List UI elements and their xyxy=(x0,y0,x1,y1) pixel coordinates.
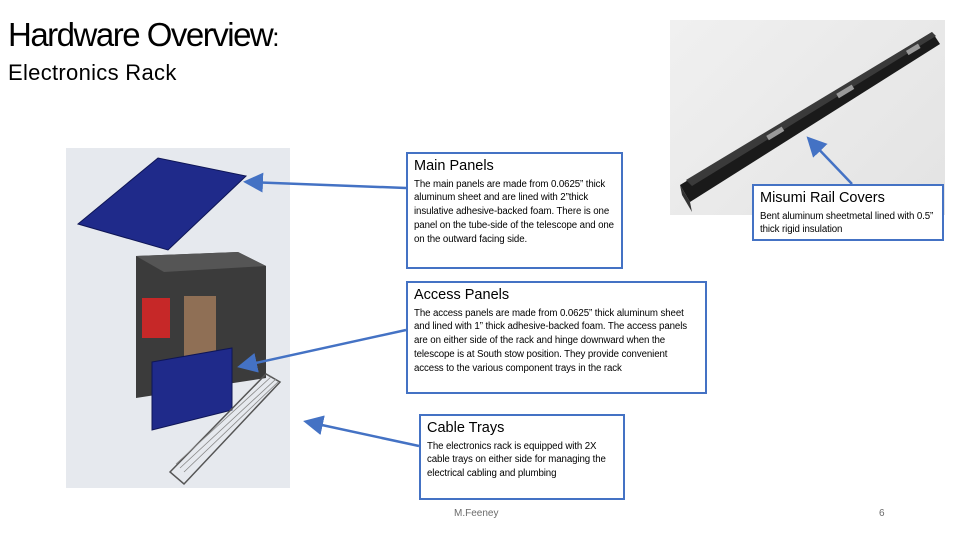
slide-title-colon: : xyxy=(272,22,279,52)
rail-slot xyxy=(836,84,855,99)
main-panels-callout: Main Panels The main panels are made fro… xyxy=(406,152,623,269)
slide-title-text: Hardware Overview xyxy=(8,16,274,53)
misumi-callout: Misumi Rail Covers Bent aluminum sheetme… xyxy=(752,184,944,241)
access-panels-body: The access panels are made from 0.0625” … xyxy=(414,307,688,374)
main-panels-body: The main panels are made from 0.0625” th… xyxy=(414,178,614,245)
main-panels-heading: Main Panels xyxy=(414,158,494,174)
slide-number: 6 xyxy=(879,508,885,519)
cable-trays-heading: Cable Trays xyxy=(427,420,505,436)
access-panels-callout: Access Panels The access panels are made… xyxy=(406,281,707,394)
rail-drawing xyxy=(680,32,940,212)
footer-author: M.Feeney xyxy=(454,508,499,519)
rack-red-component xyxy=(142,298,170,338)
slide-title: Hardware Overview: xyxy=(8,16,279,53)
rail-slot xyxy=(905,43,921,56)
rack-drawing xyxy=(66,148,290,488)
rail-top-edge xyxy=(686,32,936,186)
cable-tray-lines xyxy=(175,375,279,473)
misumi-rail-image xyxy=(670,20,945,215)
electronics-rack-image xyxy=(66,148,290,488)
cable-trays-callout: Cable Trays The electronics rack is equi… xyxy=(419,414,625,500)
slide-subtitle: Electronics Rack xyxy=(8,60,177,85)
arrow-cable-trays xyxy=(303,415,420,448)
misumi-heading: Misumi Rail Covers xyxy=(760,190,885,206)
rail-end xyxy=(680,185,692,212)
cable-trays-body: The electronics rack is equipped with 2X… xyxy=(427,440,606,480)
rail-body xyxy=(680,32,940,202)
access-panels-heading: Access Panels xyxy=(414,287,510,303)
rack-component-tray xyxy=(184,296,216,362)
rail-slot xyxy=(766,126,785,141)
cable-tray-outline xyxy=(168,373,282,486)
access-panel-shape xyxy=(151,347,233,431)
misumi-body: Bent aluminum sheetmetal lined with 0.5”… xyxy=(760,210,934,236)
rack-top xyxy=(136,252,266,272)
